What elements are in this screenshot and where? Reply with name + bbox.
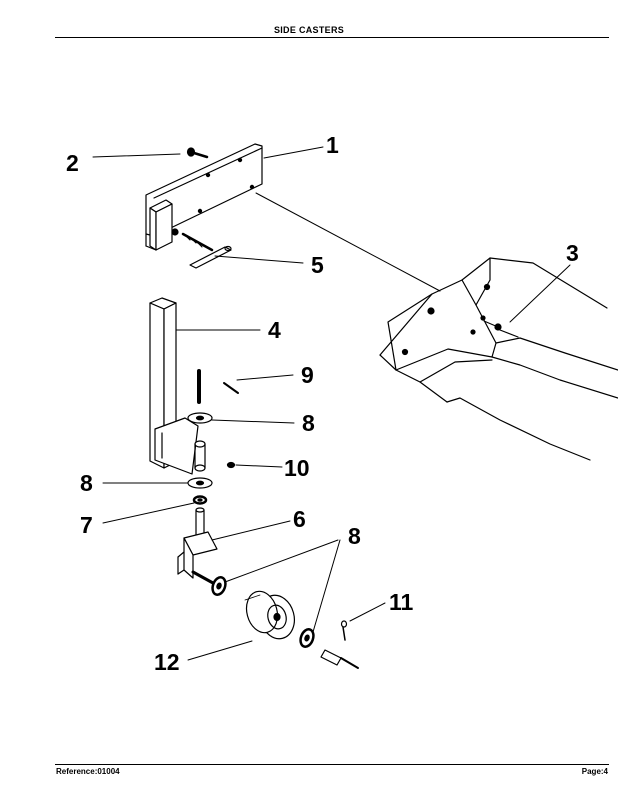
axle-washer-right-part [299, 628, 315, 648]
callout-7: 7 [80, 512, 93, 538]
callout-3: 3 [566, 240, 579, 266]
callout-1: 1 [326, 132, 339, 158]
page-number: Page:4 [581, 767, 608, 776]
mounting-bracket-part [145, 143, 263, 251]
callout-6: 6 [293, 506, 306, 532]
grease-fitting-part [226, 461, 236, 469]
leader-lines [92, 146, 571, 661]
long-pin-part [197, 369, 239, 404]
callout-10: 10 [284, 455, 310, 481]
header-rule [55, 37, 609, 38]
footer-rule [55, 764, 609, 765]
cotter-pin-part [340, 620, 348, 641]
caster-wheel-part [244, 590, 295, 640]
axle-bolt-part [320, 649, 359, 669]
caster-fork-part [177, 507, 218, 585]
callout-8-washer-upper: 8 [302, 410, 315, 436]
axle-washer-left-part [211, 576, 227, 596]
callout-8-axle-washers: 8 [348, 523, 361, 549]
bolt-part [186, 147, 209, 159]
washer-upper-part [187, 412, 213, 424]
washer-middle-part [187, 477, 213, 489]
page-title: SIDE CASTERS [273, 25, 345, 35]
frame-section-part [379, 257, 618, 461]
caster-post-part [149, 297, 206, 475]
pin-part [181, 232, 232, 269]
callout-12: 12 [154, 649, 180, 675]
callout-4: 4 [268, 317, 281, 343]
callout-9: 9 [301, 362, 314, 388]
callout-8-washer-middle: 8 [80, 470, 93, 496]
reference-label: Reference:01004 [56, 767, 120, 776]
callout-11: 11 [389, 589, 414, 615]
callout-5: 5 [311, 252, 324, 278]
spacer-part [192, 495, 208, 505]
callout-2: 2 [66, 150, 79, 176]
